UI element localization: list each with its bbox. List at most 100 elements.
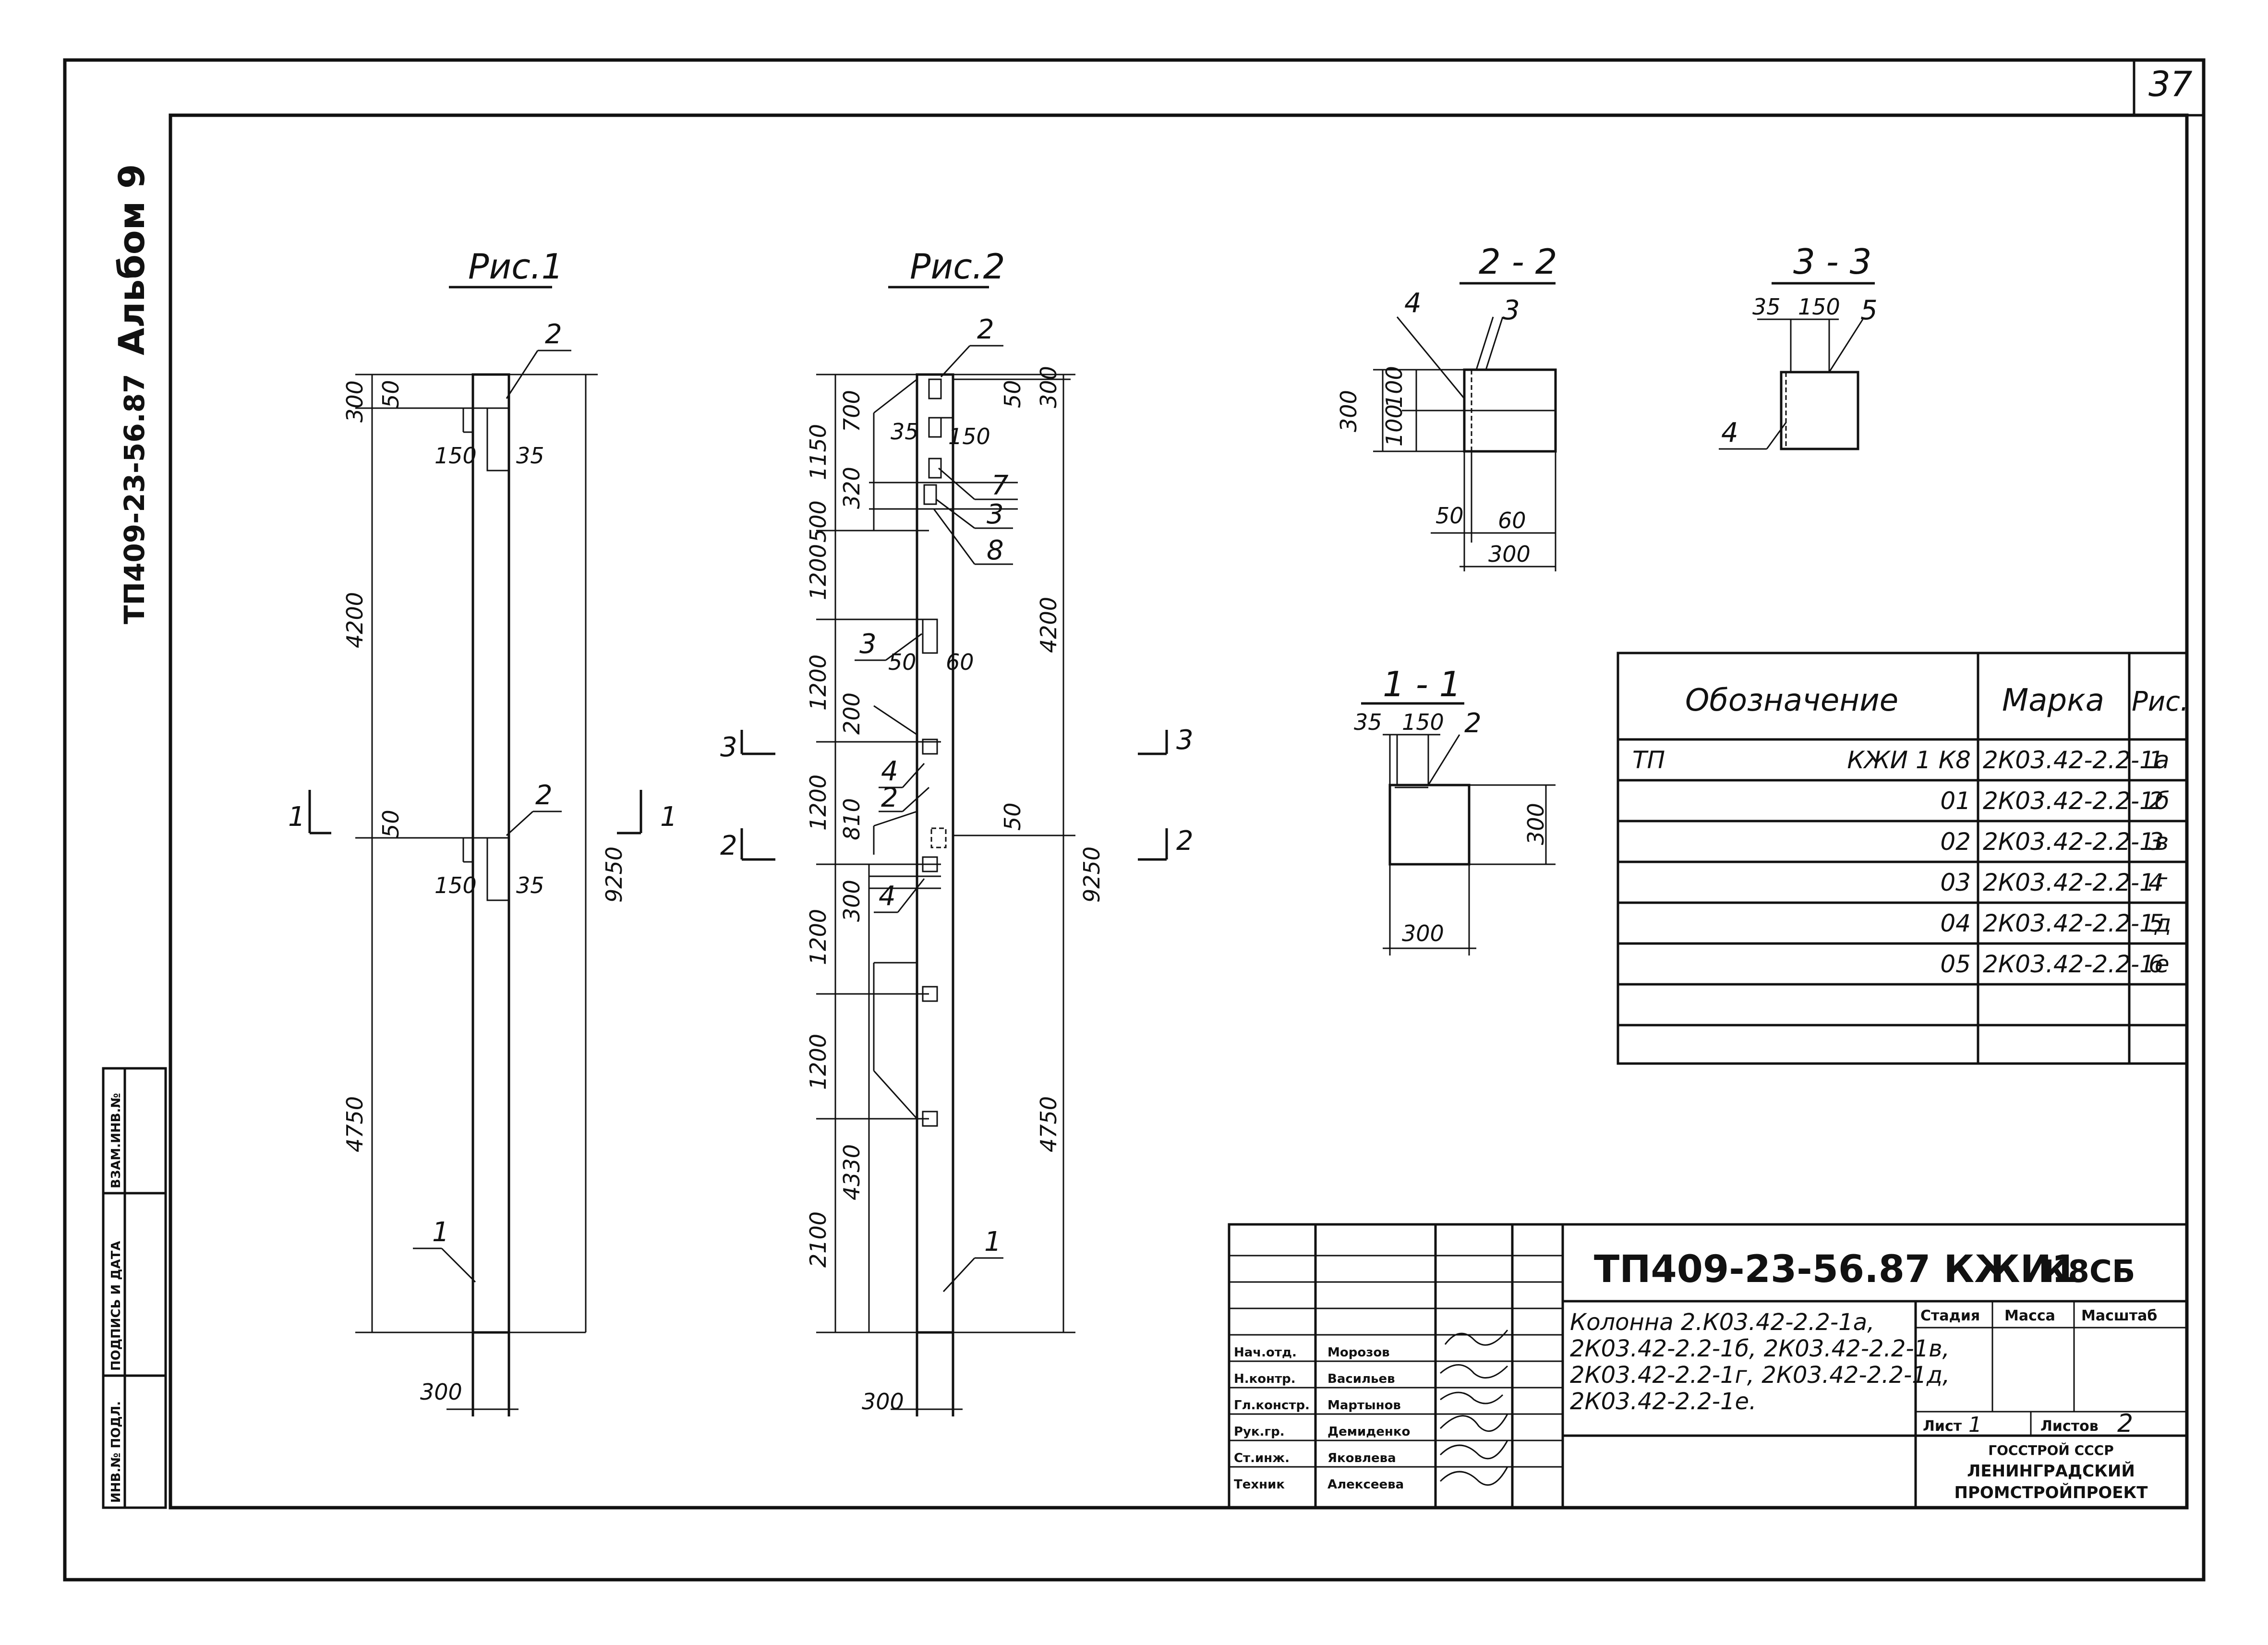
fig2-d320: 320 bbox=[839, 467, 865, 509]
fig2-callout-2b: 2 bbox=[881, 782, 898, 813]
fig2-d2100: 2100 bbox=[805, 1211, 831, 1268]
fig2-d1200a: 1200 bbox=[805, 544, 831, 600]
signature bbox=[1439, 1466, 1508, 1486]
fig2-d4750: 4750 bbox=[1036, 1096, 1062, 1152]
role-name: Яковлева bbox=[1327, 1451, 1396, 1465]
fig1-d35-top: 35 bbox=[516, 443, 544, 469]
doc-suffix: К8СБ bbox=[2043, 1254, 2135, 1290]
spec-row-mark: 2К03.42-2.2-1д bbox=[1983, 909, 2171, 937]
sec22-d60: 60 bbox=[1498, 508, 1526, 533]
fig2-callout-2: 2 bbox=[977, 314, 994, 345]
fig1-title: Рис.1 bbox=[468, 246, 564, 287]
section-23-marks: 3 3 2 2 bbox=[720, 725, 1194, 861]
sec33-d35: 35 bbox=[1752, 294, 1781, 320]
sec22-callout-3: 3 bbox=[1503, 295, 1520, 326]
fig1-d35-mid: 35 bbox=[516, 872, 544, 898]
desc-line-2: 2К03.42-2.2-1б, 2К03.42-2.2-1в, bbox=[1570, 1335, 1950, 1362]
signature bbox=[1444, 1330, 1508, 1346]
fig1-d300-top: 300 bbox=[342, 380, 368, 423]
spec-row-mark: 2К03.42-2.2-1г bbox=[1983, 869, 2168, 896]
fig1-d50-top: 50 bbox=[378, 380, 404, 408]
org-line-2: ЛЕНИНГРАДСКИЙ bbox=[1967, 1461, 2135, 1481]
sheet-value: 1 bbox=[1968, 1413, 1982, 1437]
org-line-1: ГОССТРОЙ СССР bbox=[1988, 1442, 2114, 1458]
desc-line-1: Колонна 2.К03.42-2.2-1а, bbox=[1570, 1309, 1874, 1336]
side-label-inv: ИНВ.№ ПОДЛ. bbox=[109, 1401, 123, 1503]
sec11-d35: 35 bbox=[1354, 709, 1382, 735]
role: Техник bbox=[1234, 1477, 1285, 1492]
role-name: Морозов bbox=[1327, 1345, 1390, 1360]
fig2-d4330: 4330 bbox=[839, 1144, 865, 1200]
signature bbox=[1440, 1364, 1508, 1379]
spec-row-mark: 2К03.42-2.2-1е bbox=[1983, 950, 2170, 978]
desc-line-3: 2К03.42-2.2-1г, 2К03.42-2.2-1д, bbox=[1570, 1362, 1950, 1389]
fig2-callout-1: 1 bbox=[984, 1226, 1001, 1258]
desc-line-4: 2К03.42-2.2-1е. bbox=[1570, 1388, 1756, 1415]
section-2-2: 2 - 2 4 3 300 100 100 50 60 300 bbox=[1336, 242, 1557, 571]
fig2-d500: 500 bbox=[805, 500, 831, 543]
fig1-column bbox=[471, 373, 510, 1334]
role-name: Демиденко bbox=[1327, 1425, 1410, 1439]
spec-row-fig: 1 bbox=[2148, 746, 2164, 774]
sheets-label: Листов bbox=[2040, 1418, 2099, 1435]
signature bbox=[1440, 1391, 1504, 1404]
page-number: 37 bbox=[2148, 64, 2193, 104]
spec-row-fig: 3 bbox=[2148, 828, 2164, 856]
fig2-d300-bottom: 300 bbox=[862, 1389, 904, 1415]
album-label: Альбом 9 bbox=[111, 164, 153, 355]
fig2-title: Рис.2 bbox=[910, 246, 1005, 287]
album-code: ТП409-23-56.87 bbox=[118, 374, 151, 625]
sec22-d100a: 100 bbox=[1381, 366, 1407, 408]
fig2-d4200: 4200 bbox=[1036, 597, 1062, 653]
sec22-d300: 300 bbox=[1336, 390, 1362, 432]
section-1-mark-right: 1 bbox=[660, 801, 677, 833]
fig1-d300-bottom: 300 bbox=[420, 1379, 462, 1405]
sec11-d300w: 300 bbox=[1402, 920, 1444, 946]
fig2-callout-3a: 3 bbox=[987, 499, 1004, 530]
spec-row-fig: 5 bbox=[2148, 909, 2164, 937]
fig1: Рис.1 300 50 150 35 4200 50 150 bbox=[342, 246, 627, 1416]
fig2-d50-6: 50 bbox=[888, 649, 917, 675]
signature bbox=[1439, 1414, 1508, 1432]
fig2-d700: 700 bbox=[839, 390, 865, 432]
sec33-callout-5: 5 bbox=[1860, 295, 1878, 326]
spec-row-mark: 2К03.42-2.2-1в bbox=[1983, 828, 2169, 856]
role: Нач.отд. bbox=[1234, 1345, 1297, 1360]
fig1-d150-mid: 150 bbox=[434, 872, 477, 898]
role: Рук.гр. bbox=[1234, 1425, 1285, 1439]
fig2-d300-mid: 300 bbox=[839, 880, 865, 922]
fig2-d9250: 9250 bbox=[1079, 847, 1105, 903]
side-label-repl: ВЗАМ.ИНВ.№ bbox=[109, 1093, 123, 1188]
sec33-d150: 150 bbox=[1798, 294, 1840, 320]
fig2-d300-top: 300 bbox=[1036, 366, 1062, 408]
org-line-3: ПРОМСТРОЙПРОЕКТ bbox=[1954, 1483, 2148, 1502]
section-2-mark-right: 2 bbox=[1176, 825, 1194, 857]
fig1-callout-1: 1 bbox=[432, 1217, 449, 1248]
sheet-label: Лист bbox=[1923, 1418, 1962, 1435]
album-labels: ТП409-23-56.87 Альбом 9 bbox=[111, 164, 153, 624]
fig2-d200: 200 bbox=[839, 692, 865, 735]
page-number-box bbox=[2133, 59, 2205, 117]
spec-row-fig: 6 bbox=[2148, 950, 2164, 978]
fig2: Рис.2 bbox=[805, 246, 1105, 1416]
role: Н.контр. bbox=[1234, 1372, 1296, 1386]
sec11-d150: 150 bbox=[1402, 709, 1444, 735]
spec-row-prefix: ТП bbox=[1632, 746, 1665, 774]
fig1-d4200: 4200 bbox=[342, 592, 368, 648]
fig2-d150: 150 bbox=[948, 423, 990, 449]
mass-label: Масса bbox=[2004, 1307, 2055, 1324]
section-1-1: 1 - 1 35 150 2 300 300 bbox=[1354, 664, 1556, 956]
fig1-d4750: 4750 bbox=[342, 1096, 368, 1152]
fig2-callout-8: 8 bbox=[987, 535, 1004, 566]
sec33-title: 3 - 3 bbox=[1793, 242, 1871, 282]
section-3-3: 3 - 3 35 150 5 4 bbox=[1719, 242, 1878, 450]
spec-row-code: 04 bbox=[1940, 909, 1971, 937]
section-1-marks: 1 1 bbox=[288, 790, 677, 835]
fig2-d1150: 1150 bbox=[805, 424, 831, 480]
scale-label: Масштаб bbox=[2081, 1307, 2157, 1324]
fig2-d1200c: 1200 bbox=[805, 774, 831, 831]
fig2-d60: 60 bbox=[946, 649, 974, 675]
spec-row-fig: 2 bbox=[2148, 787, 2164, 815]
role-name: Мартынов bbox=[1327, 1398, 1401, 1413]
spec-row-mark: 2К03.42-2.2-1б bbox=[1983, 787, 2170, 815]
